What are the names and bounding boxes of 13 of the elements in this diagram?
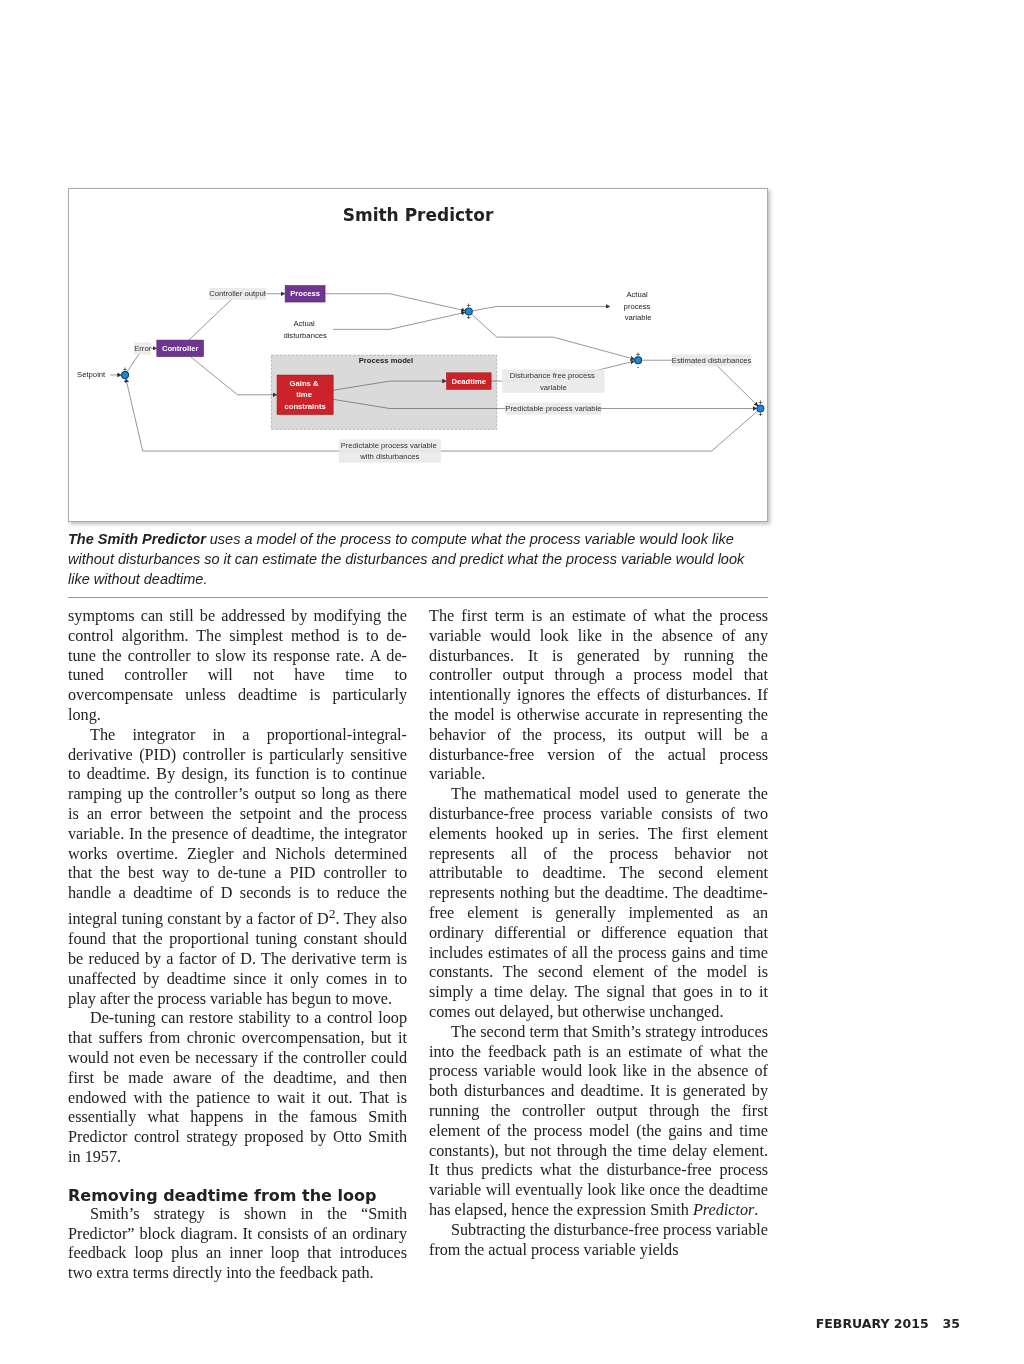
body-paragraph: symptoms can still be addressed by modifying the control algorithm. The simplest method is to de-tune the controller to slow its response rate. A de-tuned controller will not have time to overcompensate unless deadtime is particularly long. <box>68 607 407 726</box>
page-number: 35 <box>942 1316 960 1331</box>
section-heading: Removing deadtime from the loop <box>68 1185 378 1205</box>
diagram-title: Smith Predictor <box>341 205 495 225</box>
body-paragraph: Smith’s strategy is shown in the “Smith Predictor” block diagram. It consists of an ordinary feedback loop plus an inner loop that introduces two extra terms directly into the feedback path. <box>68 1204 407 1284</box>
issue-date: FEBRUARY 2015 <box>815 1316 929 1331</box>
body-paragraph: The mathematical model used to generate the disturbance-free process variable consists of two elements hooked up in series. The first element represents all of the process behavior not attributable to deadtime. The second element represents nothing but the deadtime. The deadtime-free element is generally implemented as an ordinary differential or difference equation that includes estimates of all the process gains and time constants. The second element of the model is simply a time delay. The signal that goes in to it comes out delayed, but otherwise unchanged. <box>429 785 768 1023</box>
figure-caption: The Smith Predictor uses a model of the process to compute what the process variable would look like without disturbances so it can estimate the disturbances and predict what the process variable would look like without deadtime. <box>68 529 768 598</box>
body-paragraph: De-tuning can restore stability to a control loop that suffers from chronic overcompensation, but it would not even be necessary if the controller could first be made aware of the deadtime, and then endowed with the patience to wait it out. That is essentially what happens in the famous Smith Predictor control strategy proposed by Otto Smith in 1957. <box>68 1009 407 1168</box>
body-paragraph: The integrator in a proportional-integral-derivative (PID) controller is particularly sensitive to deadtime. By design, its function is to continue ramping up the controller’s output so long as there is an error between the setpoint and the process variable. In the presence of deadtime, the integrator works overtime. Ziegler and Nichols determined that the best way to de-tune a PID controller to handle a deadtime of D seconds is to reduce the integral tuning constant by a factor of D$^{2}$. They also found that the proportional tuning constant should be reduced by a factor of D. The derivative term is unaffected by deadtime since it only comes in to play after the process variable has begun to move. <box>68 725 407 1010</box>
body-paragraph: The second term that Smith’s strategy introduces into the feedback path is an estimate of what the process variable would look like in the absence of both disturbances and deadtime. It is generated by running the controller output through the first element of the process model (the gains and time constants), but not through the time delay element. It thus predicts what the disturbance-free process variable will eventually look like once the deadtime has elapsed, hence the expression Smith Predictor. <box>429 1022 768 1221</box>
body-paragraph: Subtracting the disturbance-free process variable from the actual process variable yields <box>429 1220 768 1261</box>
body-paragraph: The first term is an estimate of what the process variable would look like in the absence of any disturbances. It is generated by running the controller output through a process model that intentionally ignores the effects of disturbances. If the model is otherwise accurate in representing the behavior of the process, its output will be a disturbance-free version of the actual process variable. <box>429 607 768 786</box>
